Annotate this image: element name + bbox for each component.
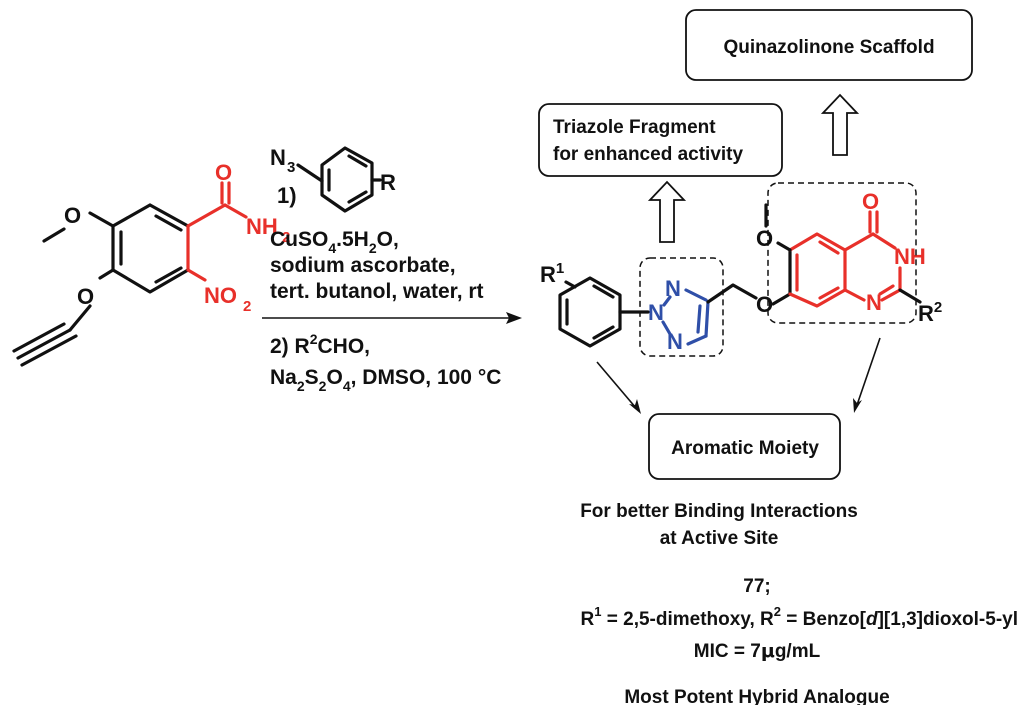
azide-n: N [270,145,286,170]
step1-number: 1) [277,183,297,208]
triazole-fragment-box: Triazole Fragment for enhanced activity [538,103,783,177]
product-carbonyl-oxygen: O [862,189,879,214]
starting-material: O NH 2 NO 2 O O [12,160,290,367]
product-r2: R2 [918,299,942,326]
reaction-arrow [262,312,522,324]
compound-number: 77; [743,576,770,597]
azide-subscript: 3 [287,159,295,176]
condition-line3: tert. butanol, water, rt [270,280,484,303]
substituent-definition: R1 = 2,5-dimethoxy, R2 = Benzo[d][1,3]di… [581,604,1018,630]
condition-line1: CuSO4.5H2O, [270,228,399,256]
quinazolinone-highlight-box [767,182,917,324]
methoxy-oxygen: O [64,203,81,228]
product-ring-nitrogen: N [866,290,882,315]
aromatic-moiety-box: Aromatic Moiety [648,413,841,480]
triazole-n1: N [648,300,664,325]
triazole-n2: N [665,276,681,301]
product-r1: R1 [540,260,564,287]
hollow-arrow-triazole [647,180,687,243]
triazole-highlight-box [639,257,724,357]
condition-line4: 2) R2CHO, [270,331,370,358]
binding-line2: at Active Site [660,528,779,549]
azide-reagent: N 3 R 1) [270,145,396,213]
most-potent-label: Most Potent Hybrid Analogue [624,687,889,705]
aromatic-moiety-label: Aromatic Moiety [671,438,819,459]
amide-oxygen: O [215,160,232,185]
triazole-fragment-line1: Triazole Fragment [553,117,716,138]
condition-line2: sodium ascorbate, [270,254,456,277]
product-nh: NH [894,244,926,269]
amide-subscript: 2 [282,229,290,246]
caption: For better Binding Interactions at Activ… [580,501,1018,705]
triazole-fragment-line2: for enhanced activity [553,144,743,165]
binding-line1: For better Binding Interactions [580,501,858,522]
product-ether-oxygen: O [756,292,773,317]
propargyl-oxygen: O [77,284,94,309]
product-structure: R1 N N N O O O NH N [540,189,942,354]
quinazolinone-scaffold-label: Quinazolinone Scaffold [723,37,934,58]
mic-value: MIC = 7μg/mL [694,640,821,662]
reaction-conditions: CuSO4.5H2O, sodium ascorbate, tert. buta… [270,228,501,394]
quinazolinone-scaffold-box: Quinazolinone Scaffold [685,9,973,81]
amide-nitrogen: NH [246,214,278,239]
hollow-arrow-quinazolinone [820,93,860,156]
condition-line5: Na2S2O4, DMSO, 100 °C [270,366,501,394]
nitro-group: NO [204,283,237,308]
azide-r: R [380,170,396,195]
nitro-subscript: 2 [243,298,251,315]
aromatic-pointer-arrows [596,337,881,414]
product-methoxy-oxygen: O [756,226,773,251]
